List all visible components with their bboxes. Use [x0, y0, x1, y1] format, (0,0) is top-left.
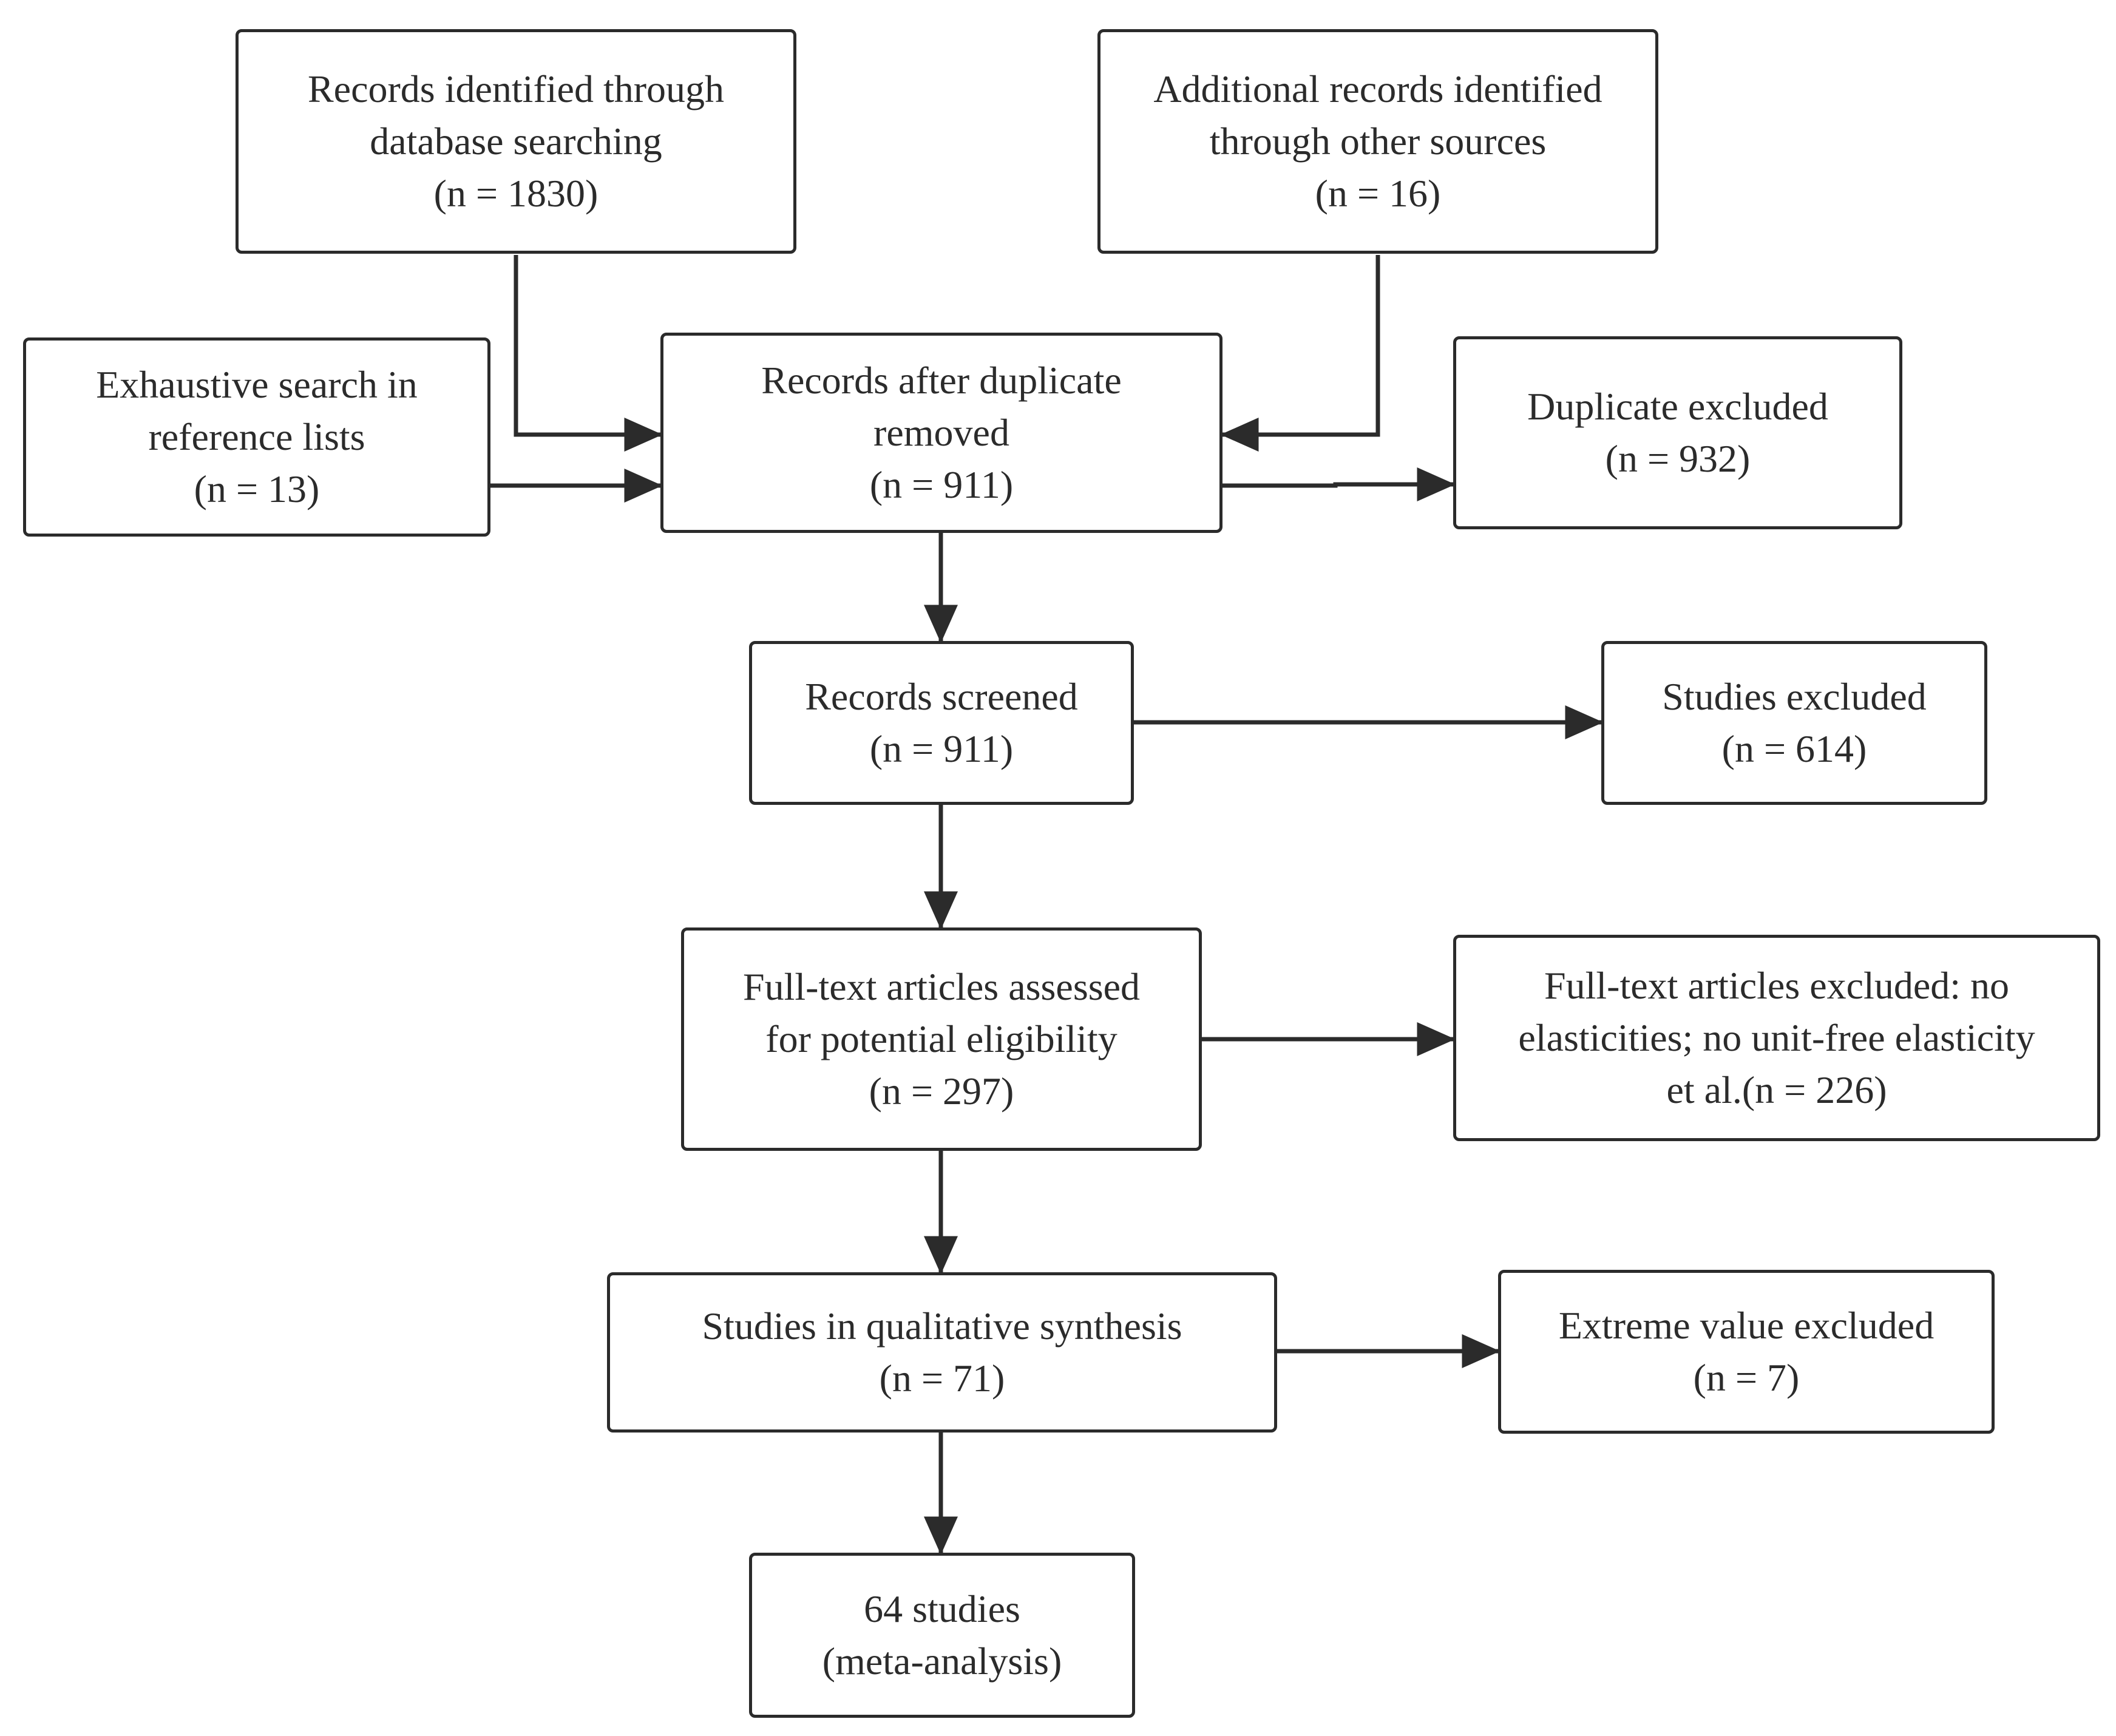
reference-lists-box: Exhaustive search in reference lists (n …	[23, 337, 490, 537]
full-text-assessed-box: Full-text articles assessed for potentia…	[681, 927, 1202, 1151]
box-line: Exhaustive search in	[96, 363, 418, 406]
box-line: through other sources	[1209, 120, 1547, 163]
meta-analysis-box: 64 studies (meta-analysis)	[749, 1553, 1135, 1718]
qualitative-synthesis-box: Studies in qualitative synthesis (n = 71…	[607, 1272, 1277, 1433]
box-count: (n = 932)	[1605, 437, 1751, 480]
box-line: removed	[873, 411, 1009, 454]
box-line: Studies excluded	[1662, 675, 1927, 718]
box-line: Records after duplicate	[761, 359, 1122, 402]
box-count: (n = 911)	[869, 727, 1014, 770]
box-count: (n = 7)	[1693, 1356, 1800, 1399]
box-line: Records identified through	[307, 67, 725, 110]
box-line: (meta-analysis)	[822, 1639, 1062, 1683]
arrow-other-to-dup	[1220, 255, 1380, 452]
arrow-db-to-dup	[514, 255, 663, 452]
box-line: Full-text articles assessed	[742, 965, 1141, 1008]
box-line: Additional records identified	[1153, 67, 1602, 110]
box-line: reference lists	[148, 415, 365, 458]
records-screened-box: Records screened (n = 911)	[749, 641, 1134, 805]
records-after-duplicates-box: Records after duplicate removed (n = 911…	[660, 333, 1222, 533]
box-line: elasticities; no unit-free elasticity	[1518, 1016, 2035, 1059]
additional-records-box: Additional records identified through ot…	[1097, 29, 1658, 254]
studies-excluded-box: Studies excluded (n = 614)	[1601, 641, 1987, 805]
box-count: (n = 71)	[879, 1357, 1005, 1400]
box-count: (n = 16)	[1315, 172, 1441, 215]
records-database-box: Records identified through database sear…	[236, 29, 796, 254]
box-count: (n = 911)	[869, 463, 1014, 506]
box-count: et al.(n = 226)	[1666, 1068, 1887, 1111]
box-line: Studies in qualitative synthesis	[702, 1304, 1182, 1348]
box-line: Records screened	[805, 675, 1078, 718]
box-count: (n = 614)	[1721, 727, 1867, 770]
box-count: (n = 1830)	[433, 172, 599, 215]
box-count: (n = 13)	[194, 467, 320, 510]
full-text-excluded-box: Full-text articles excluded: no elastici…	[1453, 935, 2100, 1141]
box-line: Full-text articles excluded: no	[1544, 964, 2009, 1007]
box-line: Duplicate excluded	[1527, 385, 1828, 428]
box-line: 64 studies	[864, 1587, 1020, 1630]
box-line: Extreme value excluded	[1558, 1304, 1935, 1347]
box-count: (n = 297)	[869, 1070, 1014, 1113]
box-line: database searching	[370, 120, 662, 163]
duplicate-excluded-box: Duplicate excluded (n = 932)	[1453, 336, 1902, 529]
box-line: for potential eligibility	[765, 1017, 1117, 1060]
arrow-dup-to-dupex	[1222, 467, 1456, 501]
extreme-value-excluded-box: Extreme value excluded (n = 7)	[1498, 1270, 1995, 1434]
